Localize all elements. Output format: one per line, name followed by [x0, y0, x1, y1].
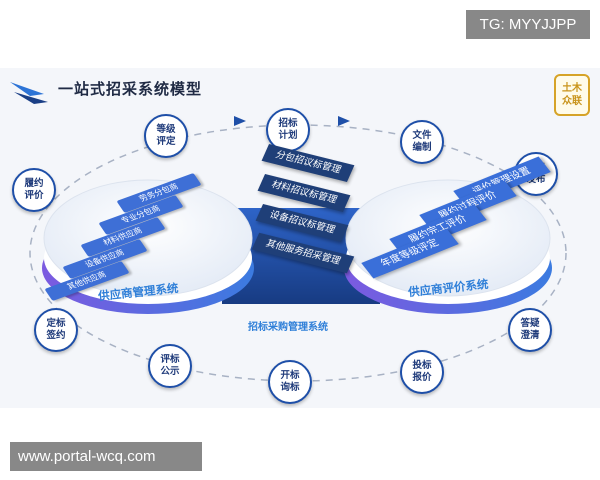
step-dingbiao-qianyue: 定标 签约	[34, 308, 78, 352]
step-kaibiao-xunbiao: 开标 询标	[268, 360, 312, 404]
center-label: 招标采购管理系统	[248, 322, 328, 333]
logo-line-2: 众联	[562, 96, 582, 107]
diagram-slide: 一站式招采系统模型 土木 众联 招标 计划 文件 编制 公告 发布 答疑 澄清 …	[0, 68, 600, 408]
step-lvyue-pingjia: 履约 评价	[12, 168, 56, 212]
title-swoosh-icon	[10, 82, 48, 104]
step-label: 投标 报价	[412, 360, 432, 383]
arrow-icon	[338, 116, 350, 126]
step-label: 招标 计划	[278, 118, 298, 141]
step-label: 评标 公示	[160, 354, 180, 377]
step-dayi-chengqing: 答疑 澄清	[508, 308, 552, 352]
watermark-bottom: www.portal-wcq.com	[10, 442, 202, 471]
step-label: 开标 询标	[280, 370, 300, 393]
step-label: 答疑 澄清	[520, 318, 540, 341]
logo-line-1: 土木	[562, 83, 582, 94]
step-toubiao-baojia: 投标 报价	[400, 350, 444, 394]
step-pingbiao-gongshi: 评标 公示	[148, 344, 192, 388]
brand-logo: 土木 众联	[554, 74, 590, 116]
step-label: 文件 编制	[412, 130, 432, 153]
page-title: 一站式招采系统模型	[58, 80, 203, 98]
step-label: 履约 评价	[24, 178, 44, 201]
watermark-top: TG: MYYJJPP	[466, 10, 590, 39]
step-wenjian-bianzhi: 文件 编制	[400, 120, 444, 164]
step-dengji-pingding: 等级 评定	[144, 114, 188, 158]
step-label: 定标 签约	[46, 318, 66, 341]
arrow-icon	[234, 116, 246, 126]
step-label: 等级 评定	[156, 124, 176, 147]
